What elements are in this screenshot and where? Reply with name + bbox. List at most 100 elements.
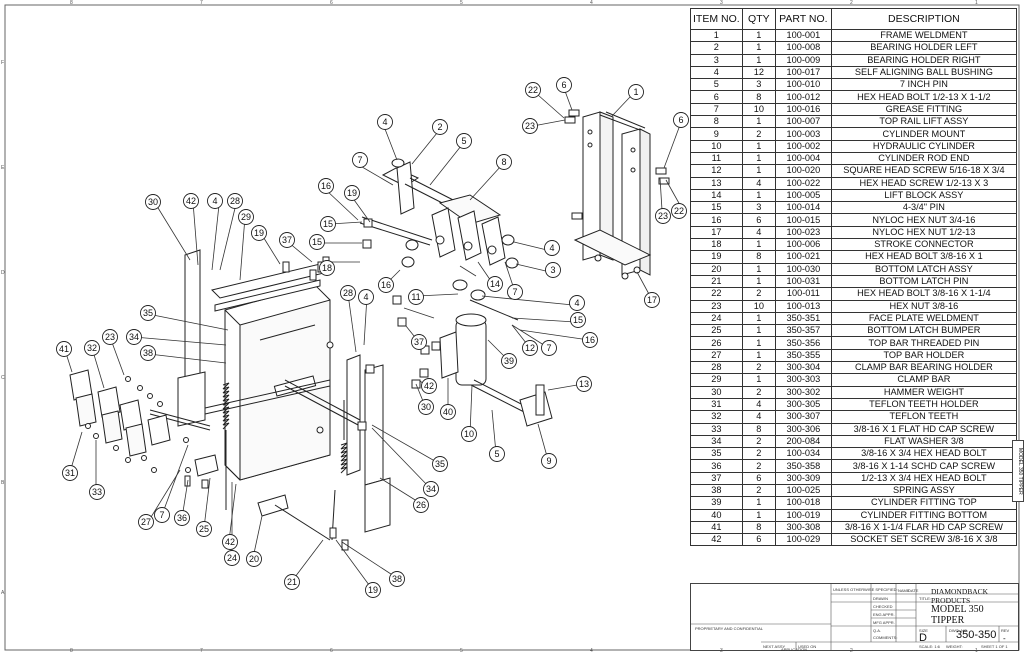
bom-cell-qty: 3 <box>741 78 777 92</box>
callout-balloon-16: 16 <box>318 178 334 194</box>
bom-cell-description: 3/8-16 X 1-1/4 FLAR HD CAP SCREW <box>830 520 1018 535</box>
border-col-marker: 2 <box>850 0 853 6</box>
callout-number: 25 <box>199 524 209 534</box>
comments-label: COMMENTS: <box>873 635 898 640</box>
bom-cell-part-no: 100-009 <box>775 53 832 67</box>
callout-balloon-7: 7 <box>154 507 170 523</box>
callout-balloon-8: 8 <box>496 154 512 170</box>
bom-cell-item-no: 5 <box>690 78 743 92</box>
bom-cell-qty: 1 <box>741 238 777 252</box>
bom-cell-item-no: 16 <box>690 213 743 227</box>
callout-balloon-15: 15 <box>320 216 336 232</box>
border-col-marker: 8 <box>70 648 73 654</box>
bom-cell-item-no: 18 <box>690 238 743 252</box>
callout-balloon-4: 4 <box>207 193 223 209</box>
bom-cell-qty: 1 <box>741 324 777 338</box>
callout-balloon-23: 23 <box>655 208 671 224</box>
bom-cell-description: HEX HEAD BOLT 3/8-16 X 1 <box>830 250 1018 264</box>
border-col-marker: 5 <box>460 0 463 6</box>
bom-cell-qty: 8 <box>741 90 777 104</box>
bom-cell-part-no: 100-002 <box>775 139 832 153</box>
callout-balloon-4: 4 <box>358 289 374 305</box>
callout-balloon-23: 23 <box>102 329 118 345</box>
bom-cell-qty: 2 <box>741 287 777 301</box>
bom-cell-description: 3/8-16 X 1-14 SCHD CAP SCREW <box>830 459 1018 473</box>
bom-cell-qty: 1 <box>741 28 777 43</box>
callout-balloon-2: 2 <box>432 119 448 135</box>
bom-cell-description: TOP BAR THREADED PIN <box>830 336 1018 350</box>
callout-number: 23 <box>105 332 115 342</box>
callout-number: 37 <box>414 337 424 347</box>
border-row-marker: F <box>1 60 5 66</box>
bom-cell-qty: 4 <box>741 225 777 240</box>
bom-cell-description: NYLOC HEX NUT 1/2-13 <box>830 225 1018 240</box>
bom-cell-item-no: 27 <box>690 348 743 363</box>
bom-cell-description: FLAT WASHER 3/8 <box>830 434 1018 449</box>
callout-number: 4 <box>549 243 554 253</box>
teflon-teeth-holders <box>69 369 171 457</box>
callout-number: 6 <box>678 115 683 125</box>
callout-number: 16 <box>381 280 391 290</box>
bom-cell-description: TEFLON TEETH HOLDER <box>830 397 1018 412</box>
bom-cell-part-no: 100-005 <box>775 188 832 203</box>
callout-balloon-18: 18 <box>319 260 335 276</box>
callout-balloon-35: 35 <box>140 305 156 321</box>
callout-balloon-42: 42 <box>222 534 238 550</box>
callout-number: 20 <box>249 554 259 564</box>
bom-cell-description: STROKE CONNECTOR <box>830 238 1018 252</box>
callout-balloon-22: 22 <box>671 203 687 219</box>
bom-cell-part-no: 100-034 <box>775 447 832 461</box>
bom-cell-part-no: 100-013 <box>775 299 832 313</box>
callout-number: 28 <box>230 196 240 206</box>
callout-number: 7 <box>357 155 362 165</box>
callout-balloon-28: 28 <box>227 193 243 209</box>
callout-balloon-30: 30 <box>145 194 161 210</box>
unless-specified-label: UNLESS OTHERWISE SPECIFIED: <box>833 587 898 592</box>
bom-cell-description: TOP BAR HOLDER <box>830 348 1018 363</box>
bom-cell-part-no: 100-017 <box>775 65 832 80</box>
bom-cell-part-no: 100-022 <box>775 176 832 190</box>
callout-number: 41 <box>59 344 69 354</box>
callout-number: 42 <box>424 381 434 391</box>
bom-cell-item-no: 28 <box>690 361 743 375</box>
callout-balloon-1: 1 <box>628 84 644 100</box>
callout-number: 5 <box>461 136 466 146</box>
bom-cell-description: CYLINDER MOUNT <box>830 127 1018 141</box>
bom-cell-part-no: 100-011 <box>775 287 832 301</box>
bom-cell-qty: 1 <box>741 336 777 350</box>
bearing-holder-assembly <box>359 158 519 269</box>
bom-cell-item-no: 36 <box>690 459 743 473</box>
bom-cell-item-no: 32 <box>690 410 743 424</box>
bom-cell-item-no: 12 <box>690 164 743 178</box>
callout-number: 34 <box>129 332 139 342</box>
callout-balloon-36: 36 <box>174 510 190 526</box>
callout-balloon-16: 16 <box>582 332 598 348</box>
frame-weldment <box>571 111 652 276</box>
callout-balloon-25: 25 <box>196 521 212 537</box>
bom-cell-description: HYDRAULIC CYLINDER <box>830 139 1018 153</box>
border-col-marker: 1 <box>975 648 978 654</box>
callout-balloon-19: 19 <box>251 225 267 241</box>
drawn-label: DRAWN <box>873 596 888 601</box>
callout-balloon-6: 6 <box>556 77 572 93</box>
callout-number: 18 <box>322 263 332 273</box>
size-label: SIZE <box>919 628 928 633</box>
bom-cell-item-no: 14 <box>690 188 743 203</box>
bom-cell-part-no: 300-307 <box>775 410 832 424</box>
